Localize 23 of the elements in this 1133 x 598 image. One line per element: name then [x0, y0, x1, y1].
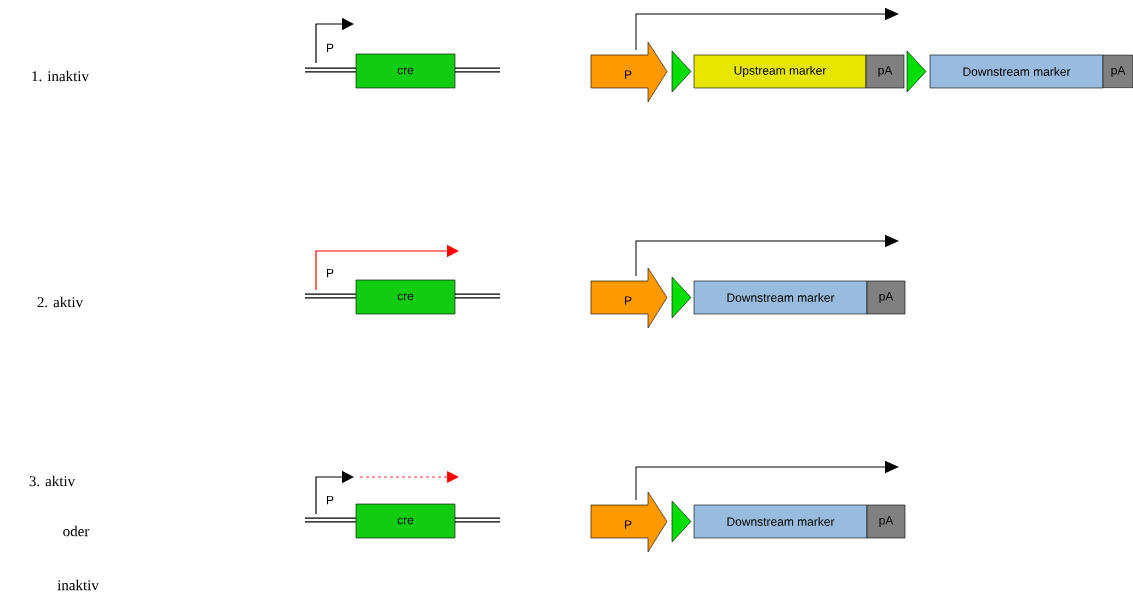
gene-box: cre — [355, 503, 456, 539]
promoter-label: P — [327, 495, 334, 505]
polya-box: pA — [866, 504, 906, 539]
polya-box: pA — [866, 280, 906, 315]
gene-box: cre — [355, 279, 456, 315]
loxp-triangle — [671, 50, 692, 93]
gene-box: Upstream marker — [693, 54, 867, 89]
gene-box: cre — [355, 53, 456, 89]
loxp-triangle — [671, 500, 692, 543]
polya-box: pA — [865, 54, 905, 89]
row-label: 1. inaktiv — [32, 70, 89, 82]
loxp-triangle — [906, 50, 927, 93]
row-label: 2. aktiv — [37, 296, 84, 308]
polya-box: pA — [1102, 54, 1133, 89]
gene-box: Downstream marker — [693, 504, 868, 539]
loxp-triangle — [671, 276, 692, 319]
gene-box: Downstream marker — [929, 54, 1104, 89]
gene-box: Downstream marker — [693, 280, 868, 315]
row-label: inaktiv — [57, 579, 99, 591]
row-label: 3. aktiv — [29, 475, 76, 487]
promoter-label: P — [327, 43, 334, 53]
row-label: oder — [63, 525, 90, 537]
promoter-label: P — [327, 268, 334, 278]
